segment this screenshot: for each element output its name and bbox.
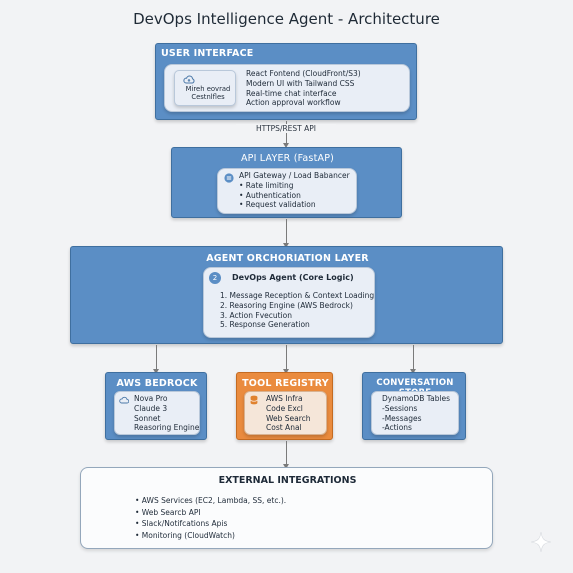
list-item: • Rate limiting — [239, 180, 294, 190]
list-item: Code Excl — [266, 403, 303, 413]
list-item: 2. Reasoring Engine (AWS Bedrock) — [220, 300, 353, 310]
core-logic-title: DevOps Agent (Core Logic) — [232, 273, 354, 282]
arrow-agent-to-tools — [283, 345, 289, 374]
step-badge: 2 — [209, 272, 221, 284]
list-item: Real-time chat interface — [246, 88, 337, 98]
list-item: • Slack/Notifcations Apis — [135, 519, 228, 528]
list-item: • Authentication — [239, 190, 301, 200]
database-icon — [250, 395, 258, 405]
list-item: React Fontend (CloudFront/S3) — [246, 69, 361, 78]
aws-bedrock-box: AWS BEDROCK Nova Pro Claude 3 Sonnet Rea… — [105, 372, 207, 440]
list-item: • AWS Services (EC2, Lambda, SS, etc.). — [135, 496, 287, 505]
frontend-icon-tile: Mireh eovrad Cestnlfles — [174, 70, 236, 106]
api-layer: API LAYER (FastAP) API Gateway / Load Ba… — [171, 147, 402, 218]
core-logic-steps: 1. Message Reception & Context Loading 2… — [220, 291, 374, 330]
arrow-tools-to-external — [283, 441, 289, 469]
list-item: 1. Message Reception & Context Loading — [220, 291, 375, 300]
list-item: Cost Anal — [266, 423, 302, 433]
list-item: -Actions — [382, 423, 412, 433]
cloud-upload-icon — [183, 75, 195, 84]
bedrock-list: Nova Pro Claude 3 Sonnet Reasoring Engin… — [134, 394, 199, 433]
list-item: Modern UI with Tailwand CSS — [246, 78, 355, 88]
user-interface-layer: USER INTERFACE Mireh eovrad Cestnlfles R… — [155, 43, 417, 120]
list-item: • Web Searcb API — [135, 507, 201, 517]
sparkle-icon — [530, 531, 552, 553]
bedrock-header: AWS BEDROCK — [116, 378, 198, 389]
connector-label: HTTPS/REST API — [236, 124, 336, 133]
cloud-icon — [119, 396, 129, 404]
list-item: Claude 3 — [134, 403, 168, 413]
list-item: Nova Pro — [134, 394, 168, 403]
list-item: Reasoring Engine — [134, 423, 200, 433]
list-item: -Sessions — [382, 403, 418, 413]
list-item: 5. Response Generation — [220, 320, 310, 330]
frontend-icon-label: Mireh eovrad Cestnlfles — [185, 85, 231, 102]
list-item: Sonnet — [134, 413, 161, 423]
diagram-title: DevOps Intelligence Agent - Architecture — [133, 10, 440, 28]
external-list: • AWS Services (EC2, Lambda, SS, etc.). … — [135, 495, 286, 541]
list-item: 3. Action Fvecution — [220, 310, 293, 320]
external-integrations-box: EXTERNAL INTEGRATIONS • AWS Services (EC… — [80, 467, 493, 549]
conversation-store-card: DynamoDB Tables -Sessions -Messages -Act… — [371, 391, 459, 435]
user-interface-header: USER INTERFACE — [161, 48, 254, 59]
arrow-api-to-agent — [283, 219, 289, 248]
list-item: • Monitoring (CloudWatch) — [135, 530, 235, 540]
user-interface-card: Mireh eovrad Cestnlfles React Fontend (C… — [164, 64, 410, 112]
list-item: DynamoDB Tables — [382, 394, 451, 403]
tool-registry-card: AWS Infra Code Excl Web Search Cost Anal — [244, 391, 327, 435]
tool-registry-box: TOOL REGISTRY AWS Infra Code Excl Web Se… — [236, 372, 333, 440]
api-layer-list: API Gateway / Load Babancer • Rate limit… — [239, 171, 350, 210]
list-item: • Request validation — [239, 200, 316, 210]
api-gateway-card: API Gateway / Load Babancer • Rate limit… — [217, 168, 357, 214]
tool-registry-header: TOOL REGISTRY — [242, 378, 329, 389]
tool-registry-list: AWS Infra Code Excl Web Search Cost Anal — [266, 394, 311, 433]
list-item: AWS Infra — [266, 394, 303, 403]
core-logic-card: 2 DevOps Agent (Core Logic) 1. Message R… — [203, 267, 375, 338]
api-layer-header: API LAYER (FastAP) — [240, 153, 335, 164]
external-header: EXTERNAL INTEGRATIONS — [218, 475, 357, 486]
arrow-agent-to-store — [410, 345, 416, 374]
list-item: API Gateway / Load Babancer — [239, 171, 350, 180]
conversation-store-list: DynamoDB Tables -Sessions -Messages -Act… — [382, 394, 450, 433]
bedrock-card: Nova Pro Claude 3 Sonnet Reasoring Engin… — [114, 391, 200, 435]
gateway-icon — [224, 173, 234, 183]
user-interface-list: React Fontend (CloudFront/S3) Modern UI … — [246, 69, 361, 108]
list-item: Action approval workflow — [246, 98, 341, 108]
list-item: -Messages — [382, 413, 422, 423]
agent-layer-header: AGENT ORCHORIATION LAYER — [206, 253, 369, 264]
conversation-store-box: CONVERSATION STORE DynamoDB Tables -Sess… — [362, 372, 466, 440]
arrow-agent-to-bedrock — [153, 345, 159, 374]
agent-orchestration-layer: AGENT ORCHORIATION LAYER 2 DevOps Agent … — [70, 246, 503, 344]
list-item: Web Search — [266, 413, 311, 423]
